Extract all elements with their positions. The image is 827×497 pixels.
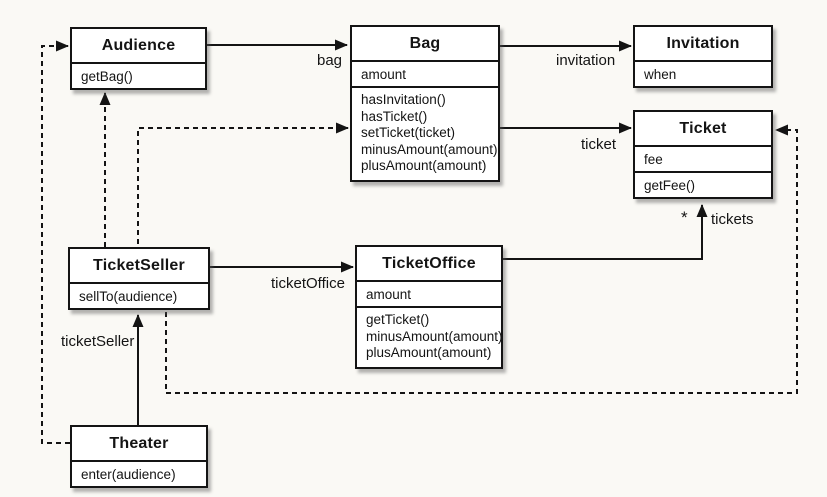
class-bag: Bag amount hasInvitation() hasTicket() s… [350, 25, 500, 182]
association-ticketoffice-ticket [503, 204, 708, 260]
class-invitation-attribute: when [635, 60, 771, 86]
class-ticketoffice: TicketOffice amount getTicket() minusAmo… [355, 245, 503, 369]
class-ticketseller-name: TicketSeller [93, 256, 185, 274]
class-theater-method: enter(audience) [72, 460, 206, 486]
edge-label-invitation: invitation [556, 52, 616, 69]
edge-label-ticket: ticket [581, 136, 617, 153]
edge-label-ticketoffice: ticketOffice [271, 275, 345, 292]
class-ticket-attribute: fee [635, 145, 771, 171]
class-bag-method: hasTicket() [361, 108, 428, 124]
class-ticketoffice-name: TicketOffice [382, 254, 476, 272]
class-theater-name: Theater [109, 434, 169, 452]
class-ticketoffice-methods: getTicket() minusAmount(amount) plusAmou… [357, 306, 503, 367]
class-ticketoffice-method: plusAmount(amount) [366, 345, 492, 361]
class-theater: Theater enter(audience) [70, 425, 208, 488]
class-audience: Audience getBag() [70, 27, 207, 90]
class-bag-method: setTicket(ticket) [361, 125, 456, 141]
class-ticketseller-method: sellTo(audience) [70, 282, 208, 308]
edge-label-ticketseller: ticketSeller [61, 333, 135, 350]
class-ticketoffice-method: minusAmount(amount) [366, 328, 503, 344]
dependency-theater-audience [41, 40, 70, 444]
edge-multiplicity-tickets: * [681, 208, 688, 227]
edge-label-bag: bag [317, 52, 343, 69]
class-bag-method: minusAmount(amount) [361, 141, 498, 157]
class-bag-method: plusAmount(amount) [361, 158, 487, 174]
class-ticketoffice-method: getTicket() [366, 312, 430, 327]
class-ticket: Ticket fee getFee() [633, 110, 773, 199]
class-ticketoffice-attribute: amount [357, 280, 501, 306]
class-bag-method: hasInvitation() [361, 92, 446, 107]
class-ticket-method: getFee() [635, 171, 771, 197]
class-audience-method: getBag() [72, 62, 205, 88]
dependency-ticketseller-bag [137, 122, 349, 244]
class-bag-attribute: amount [352, 60, 498, 86]
class-audience-name: Audience [101, 36, 176, 54]
edge-label-tickets: tickets [711, 211, 754, 228]
class-invitation: Invitation when [633, 25, 773, 88]
class-bag-name: Bag [409, 34, 441, 52]
class-bag-methods: hasInvitation() hasTicket() setTicket(ti… [352, 86, 498, 180]
class-invitation-name: Invitation [666, 34, 740, 52]
class-ticketseller: TicketSeller sellTo(audience) [68, 247, 210, 310]
class-ticket-name: Ticket [679, 119, 727, 137]
